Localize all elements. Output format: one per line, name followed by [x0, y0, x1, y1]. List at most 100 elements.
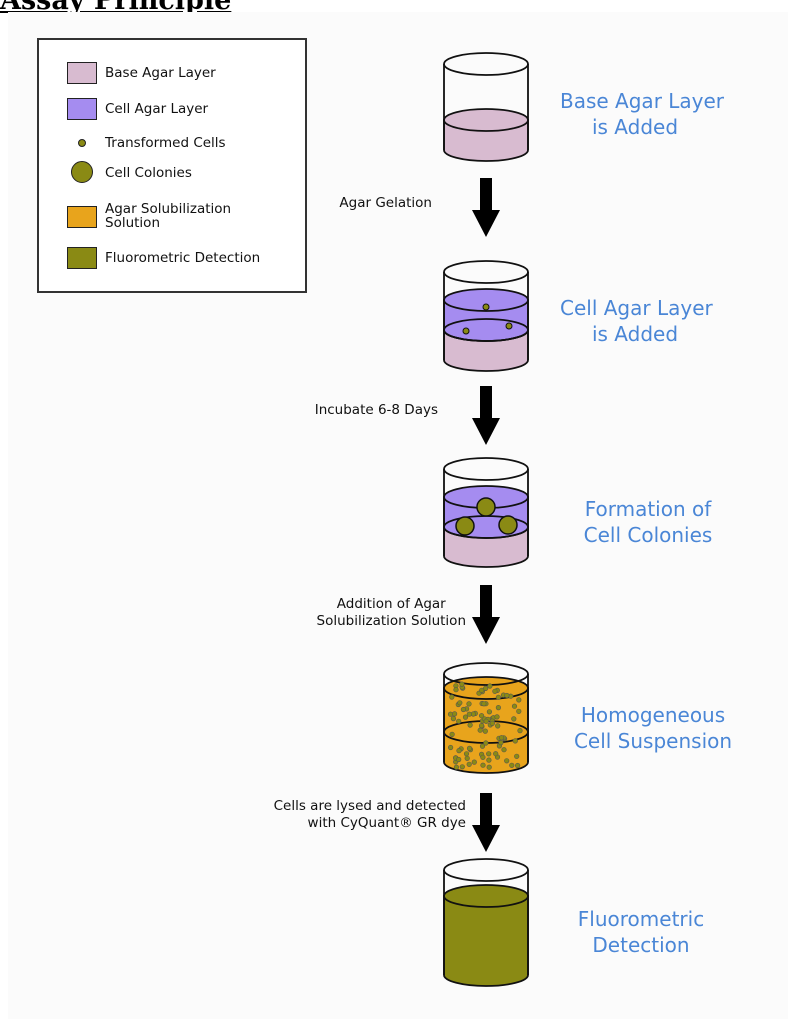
- suspended-cell-dot: [495, 704, 502, 711]
- suspended-cell-dot: [483, 718, 489, 724]
- suspended-cell-dot: [466, 701, 472, 707]
- solubilization-swatch: [67, 206, 97, 228]
- legend-label: Agar Solubilization Solution: [105, 201, 232, 231]
- suspended-cell-dot: [467, 722, 473, 728]
- suspended-cell-dot: [479, 687, 485, 693]
- arrow-incubate: [472, 386, 500, 445]
- suspended-cell-dot: [516, 708, 522, 714]
- suspended-cell-dot: [501, 747, 507, 753]
- suspended-cell-dot: [466, 711, 472, 717]
- suspended-cell-dot: [462, 714, 469, 720]
- suspended-cell-dot: [487, 683, 493, 689]
- legend: Base Agar Layer Cell Agar Layer Transfor…: [37, 38, 307, 293]
- legend-label: Cell Colonies: [105, 165, 192, 181]
- legend-item-cell-agar: Cell Agar Layer: [39, 96, 305, 126]
- suspended-cell-dot: [471, 759, 477, 765]
- suspended-cell-dot: [457, 700, 463, 706]
- legend-item-base-agar: Base Agar Layer: [39, 60, 305, 90]
- suspended-cell-dot: [492, 688, 498, 694]
- suspended-cell-dot: [504, 758, 510, 764]
- suspended-cell-dot: [466, 745, 473, 752]
- suspended-cell-dot: [489, 720, 495, 727]
- beaker-fluorometric: [443, 858, 529, 987]
- transition-label-agar-gelation: Agar Gelation: [339, 195, 432, 212]
- suspended-cell-dot: [512, 738, 518, 744]
- caption-line: Cell Colonies: [583, 523, 713, 547]
- caption-line: Homogeneous: [580, 703, 726, 727]
- suspended-cell-dot: [498, 739, 504, 746]
- arrow-agar-gelation: [472, 178, 500, 237]
- suspended-cell-dot: [514, 762, 521, 769]
- legend-label: Base Agar Layer: [105, 65, 216, 81]
- transition-line: Cells are lysed and detected: [273, 798, 466, 814]
- arrow-solubilization: [472, 585, 500, 644]
- suspended-cell-dot: [483, 740, 489, 746]
- suspended-cell-dot: [486, 757, 492, 763]
- suspended-cell-dot: [460, 706, 467, 713]
- suspended-cell-dot: [456, 756, 462, 763]
- suspended-cell-dot: [495, 723, 501, 729]
- legend-label: Fluorometric Detection: [105, 250, 261, 266]
- legend-label: Cell Agar Layer: [105, 101, 209, 117]
- step-caption-fluorometric: Fluorometric Detection: [566, 906, 716, 958]
- suspended-cell-dot: [511, 703, 518, 709]
- step-caption-colonies: Formation of Cell Colonies: [568, 496, 728, 548]
- step-caption-homogeneous: Homogeneous Cell Suspension: [568, 702, 738, 754]
- step-caption-base-agar: Base Agar Layer is Added: [560, 88, 724, 140]
- caption-line: Formation of: [584, 497, 712, 521]
- transformed-cell-icon: [78, 139, 86, 147]
- caption-line: is Added: [591, 322, 679, 346]
- suspended-cell-dot: [479, 743, 486, 749]
- suspended-cell-dot: [459, 681, 465, 687]
- suspended-cell-dot: [479, 713, 485, 719]
- suspended-cell-dot: [452, 711, 458, 717]
- beaker-cell-colonies: [443, 457, 529, 568]
- suspended-cell-dot: [481, 701, 487, 707]
- suspended-cell-dot: [480, 762, 486, 768]
- suspended-cell-dot: [514, 753, 520, 759]
- suspended-cell-dot: [459, 764, 465, 770]
- beaker-homogeneous: [443, 662, 529, 774]
- suspended-cell-dot: [456, 718, 462, 724]
- suspended-cell-dot: [486, 709, 493, 715]
- suspended-cell-dot: [477, 727, 483, 733]
- suspended-cell-dot: [517, 727, 523, 734]
- page-title: Assay Principle: [0, 0, 232, 16]
- cell-agar-swatch: [67, 98, 97, 120]
- suspended-cell-dot: [494, 714, 500, 720]
- transition-label-incubate: Incubate 6-8 Days: [315, 402, 438, 419]
- transition-line: Agar Gelation: [339, 195, 432, 211]
- suspended-cell-dot: [450, 715, 457, 722]
- suspended-cell-dot: [466, 761, 472, 767]
- transition-line: Addition of Agar: [336, 596, 446, 612]
- suspended-cell-dot: [504, 692, 510, 699]
- cell-colony-icon: [71, 161, 93, 183]
- legend-item-solubilization: Agar Solubilization Solution: [39, 200, 305, 236]
- transition-line: with CyQuant® GR dye: [307, 815, 466, 831]
- legend-label: Transformed Cells: [105, 135, 226, 151]
- caption-line: Fluorometric: [577, 907, 705, 931]
- suspended-cell-dot: [456, 747, 462, 754]
- caption-line: Cell Agar Layer: [560, 296, 713, 320]
- suspended-cell-dot: [493, 751, 499, 757]
- fluorometric-swatch: [67, 247, 97, 269]
- arrow-lysis: [472, 793, 500, 852]
- caption-line: Cell Suspension: [573, 729, 733, 753]
- suspended-cell-dot: [486, 764, 492, 770]
- caption-line: Detection: [592, 933, 690, 957]
- legend-item-transformed-cells: Transformed Cells: [39, 132, 305, 162]
- suspended-cell-dot: [453, 764, 460, 770]
- caption-line: is Added: [591, 115, 679, 139]
- suspended-cell-dot: [448, 744, 454, 751]
- suspended-cell-dot: [449, 731, 455, 738]
- suspended-cell-dot: [464, 755, 470, 761]
- suspended-cell-dot: [463, 751, 470, 757]
- suspended-cell-dot: [479, 722, 485, 729]
- transition-line: Solubilization Solution: [316, 613, 466, 629]
- suspended-cell-dot: [480, 754, 486, 760]
- legend-item-cell-colonies: Cell Colonies: [39, 160, 305, 190]
- suspended-cell-dot: [482, 728, 488, 734]
- transition-label-lysis: Cells are lysed and detected with CyQuan…: [274, 798, 466, 832]
- suspended-cell-dot: [511, 716, 517, 722]
